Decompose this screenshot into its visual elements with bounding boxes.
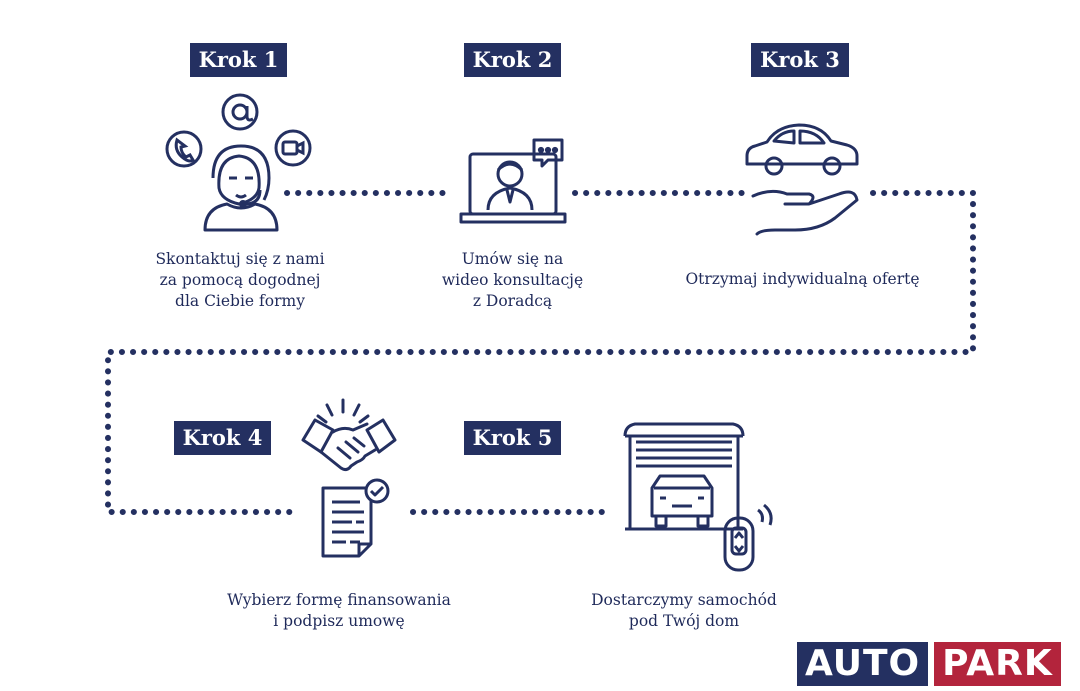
dotted-connectors bbox=[105, 190, 976, 515]
phone-icon bbox=[165, 130, 203, 168]
garage-car-icon bbox=[623, 422, 745, 531]
video-call-icon bbox=[274, 129, 312, 167]
step-5-badge: Krok 5 bbox=[464, 421, 561, 455]
step-4-caption: Wybierz formę finansowania i podpisz umo… bbox=[205, 590, 473, 632]
connector-3-4 bbox=[105, 190, 976, 515]
step-4-badge: Krok 4 bbox=[174, 421, 271, 455]
step-3-caption-line-1: Otrzymaj indywidualną ofertę bbox=[685, 270, 920, 288]
step-3-caption: Otrzymaj indywidualną ofertę bbox=[665, 269, 940, 290]
consultant-headset-icon bbox=[203, 144, 279, 232]
step-2-caption-line-1: Umów się na bbox=[461, 250, 564, 268]
step-2-badge: Krok 2 bbox=[464, 43, 561, 77]
car-key-fob-icon bbox=[723, 503, 773, 572]
step-4-caption-line-2: i podpisz umowę bbox=[273, 612, 405, 630]
step-1-caption-line-1: Skontaktuj się z nami bbox=[155, 250, 325, 268]
logo-park-text: PARK bbox=[934, 642, 1061, 686]
step-2-caption-line-2: wideo konsultację bbox=[441, 271, 584, 289]
step-3-badge: Krok 3 bbox=[751, 43, 849, 77]
step-1-caption-line-3: dla Ciebie formy bbox=[175, 292, 305, 310]
autopark-logo: AUTO PARK bbox=[797, 642, 1061, 686]
laptop-video-advisor-icon bbox=[459, 138, 567, 224]
car-on-hand-icon bbox=[745, 123, 859, 236]
step-1-caption-line-2: za pomocą dogodnej bbox=[159, 271, 321, 289]
at-sign-icon bbox=[221, 93, 259, 131]
step-2-caption: Umów się na wideo konsultację z Doradcą bbox=[410, 249, 615, 312]
step-2-caption-line-3: z Doradcą bbox=[472, 292, 553, 310]
step-5-caption-line-2: pod Twój dom bbox=[628, 612, 740, 630]
step-1-caption: Skontaktuj się z nami za pomocą dogodnej… bbox=[130, 249, 350, 312]
signed-contract-icon bbox=[321, 478, 390, 558]
handshake-icon bbox=[301, 398, 397, 472]
step-5-caption: Dostarczymy samochód pod Twój dom bbox=[580, 590, 788, 632]
logo-auto-text: AUTO bbox=[797, 642, 929, 686]
step-1-badge: Krok 1 bbox=[190, 43, 287, 77]
step-4-caption-line-1: Wybierz formę finansowania bbox=[227, 591, 451, 609]
step-5-caption-line-1: Dostarczymy samochód bbox=[591, 591, 777, 609]
